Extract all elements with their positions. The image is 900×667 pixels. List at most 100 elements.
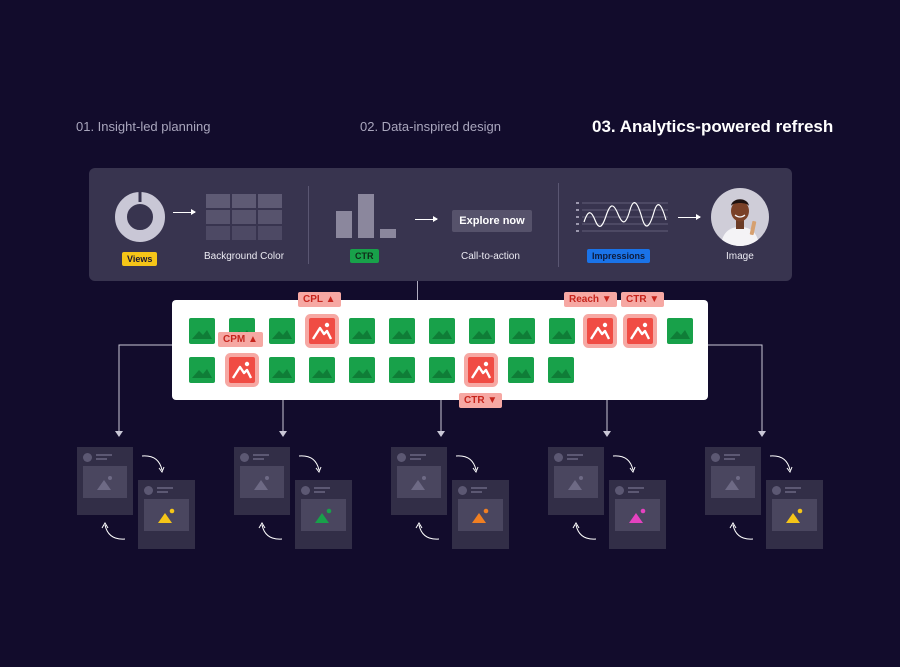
image-icon — [315, 508, 332, 523]
creative-tile[interactable] — [509, 318, 535, 344]
curved-arrow-icon — [769, 455, 793, 474]
creative-tile[interactable] — [667, 318, 693, 344]
variant-refresh-group — [234, 447, 352, 550]
avatar-placeholder — [554, 453, 563, 462]
avatar-placeholder — [458, 486, 467, 495]
insights-panel: Views Background Color CTR Explore now C… — [89, 168, 792, 281]
curved-arrow-icon — [141, 455, 165, 474]
refreshed-ad-card — [609, 480, 666, 549]
creative-tile[interactable] — [349, 318, 375, 344]
text-placeholder — [157, 491, 168, 493]
text-placeholder — [410, 454, 426, 456]
image-placeholder — [458, 499, 503, 531]
image-icon — [352, 330, 372, 339]
underperforming-tile[interactable] — [627, 318, 653, 344]
image-placeholder — [554, 466, 598, 498]
curved-arrow-icon — [612, 455, 636, 474]
step-2-label: 02. Data-inspired design — [360, 119, 501, 134]
creative-grid: CPL ▲ CPM ▲ Reach ▼ CTR ▼ CTR ▼ — [172, 292, 708, 408]
color-swatch-grid — [206, 194, 282, 240]
views-tag: Views — [122, 252, 158, 266]
variant-refresh-group — [705, 447, 823, 550]
creative-tile[interactable] — [269, 357, 295, 383]
variant-refresh-group — [77, 447, 195, 550]
creative-tile[interactable] — [508, 357, 534, 383]
metric-label-cpm: CPM ▲ — [218, 332, 263, 347]
arrowhead-icon — [191, 209, 196, 215]
metric-label-ctr: CTR ▼ — [459, 393, 503, 408]
metric-label-ctr: CTR ▼ — [621, 292, 665, 307]
original-ad-card — [234, 447, 290, 515]
image-placeholder — [615, 499, 660, 531]
underperforming-tile[interactable] — [587, 318, 613, 344]
image-placeholder — [240, 466, 284, 498]
refreshed-ad-card — [295, 480, 352, 549]
creative-tile[interactable] — [389, 357, 415, 383]
text-placeholder — [785, 491, 796, 493]
bar-chart-icon — [336, 194, 396, 238]
text-placeholder — [471, 491, 482, 493]
image-icon — [670, 330, 690, 339]
image-caption: Image — [726, 251, 754, 262]
underperforming-tile[interactable] — [229, 357, 255, 383]
creative-tile[interactable] — [349, 357, 375, 383]
refreshed-ad-card — [766, 480, 823, 549]
text-placeholder — [471, 487, 487, 489]
image-placeholder — [144, 499, 189, 531]
image-icon — [725, 476, 740, 490]
image-placeholder — [772, 499, 817, 531]
image-icon — [470, 361, 492, 379]
variant-refresh-group — [391, 447, 509, 550]
arrow-right-icon — [415, 219, 437, 220]
image-icon — [272, 330, 292, 339]
creative-tile[interactable] — [469, 318, 495, 344]
creative-tile[interactable] — [389, 318, 415, 344]
step-1-label: 01. Insight-led planning — [76, 119, 211, 134]
creative-tile[interactable] — [189, 318, 215, 344]
ctr-tag: CTR — [350, 249, 379, 263]
text-placeholder — [314, 487, 330, 489]
creative-tile[interactable] — [429, 318, 455, 344]
image-icon — [512, 330, 532, 339]
curved-arrow-icon — [729, 522, 754, 540]
connector-line — [417, 281, 418, 300]
image-icon — [311, 322, 333, 340]
background-color-caption: Background Color — [204, 251, 285, 262]
image-icon — [392, 330, 412, 339]
image-icon — [158, 508, 175, 523]
creative-tile[interactable] — [309, 357, 335, 383]
call-to-action-caption: Call-to-action — [461, 251, 520, 262]
creative-tile[interactable] — [429, 357, 455, 383]
metric-label-cpl: CPL ▲ — [298, 292, 341, 307]
image-icon — [254, 476, 269, 490]
creative-tile[interactable] — [189, 357, 215, 383]
image-icon — [568, 476, 583, 490]
image-icon — [192, 330, 212, 339]
curved-arrow-icon — [415, 522, 440, 540]
image-icon — [472, 508, 489, 523]
image-icon — [629, 508, 646, 523]
text-placeholder — [785, 487, 801, 489]
arrowhead-icon — [696, 214, 701, 220]
text-placeholder — [96, 454, 112, 456]
text-placeholder — [567, 458, 578, 460]
image-placeholder — [711, 466, 755, 498]
refreshed-ad-card — [452, 480, 509, 549]
underperforming-tile[interactable] — [468, 357, 494, 383]
explore-now-button: Explore now — [452, 210, 532, 232]
creative-tile[interactable] — [548, 357, 574, 383]
image-icon — [392, 369, 412, 378]
image-icon — [352, 369, 372, 378]
curved-arrow-icon — [258, 522, 283, 540]
avatar-placeholder — [615, 486, 624, 495]
image-icon — [432, 369, 452, 378]
creative-tile[interactable] — [549, 318, 575, 344]
image-icon — [411, 476, 426, 490]
image-icon — [272, 369, 292, 378]
text-placeholder — [410, 458, 421, 460]
underperforming-tile[interactable] — [309, 318, 335, 344]
arrow-right-icon — [173, 212, 195, 213]
image-icon — [432, 330, 452, 339]
creative-tile[interactable] — [269, 318, 295, 344]
avatar-placeholder — [83, 453, 92, 462]
